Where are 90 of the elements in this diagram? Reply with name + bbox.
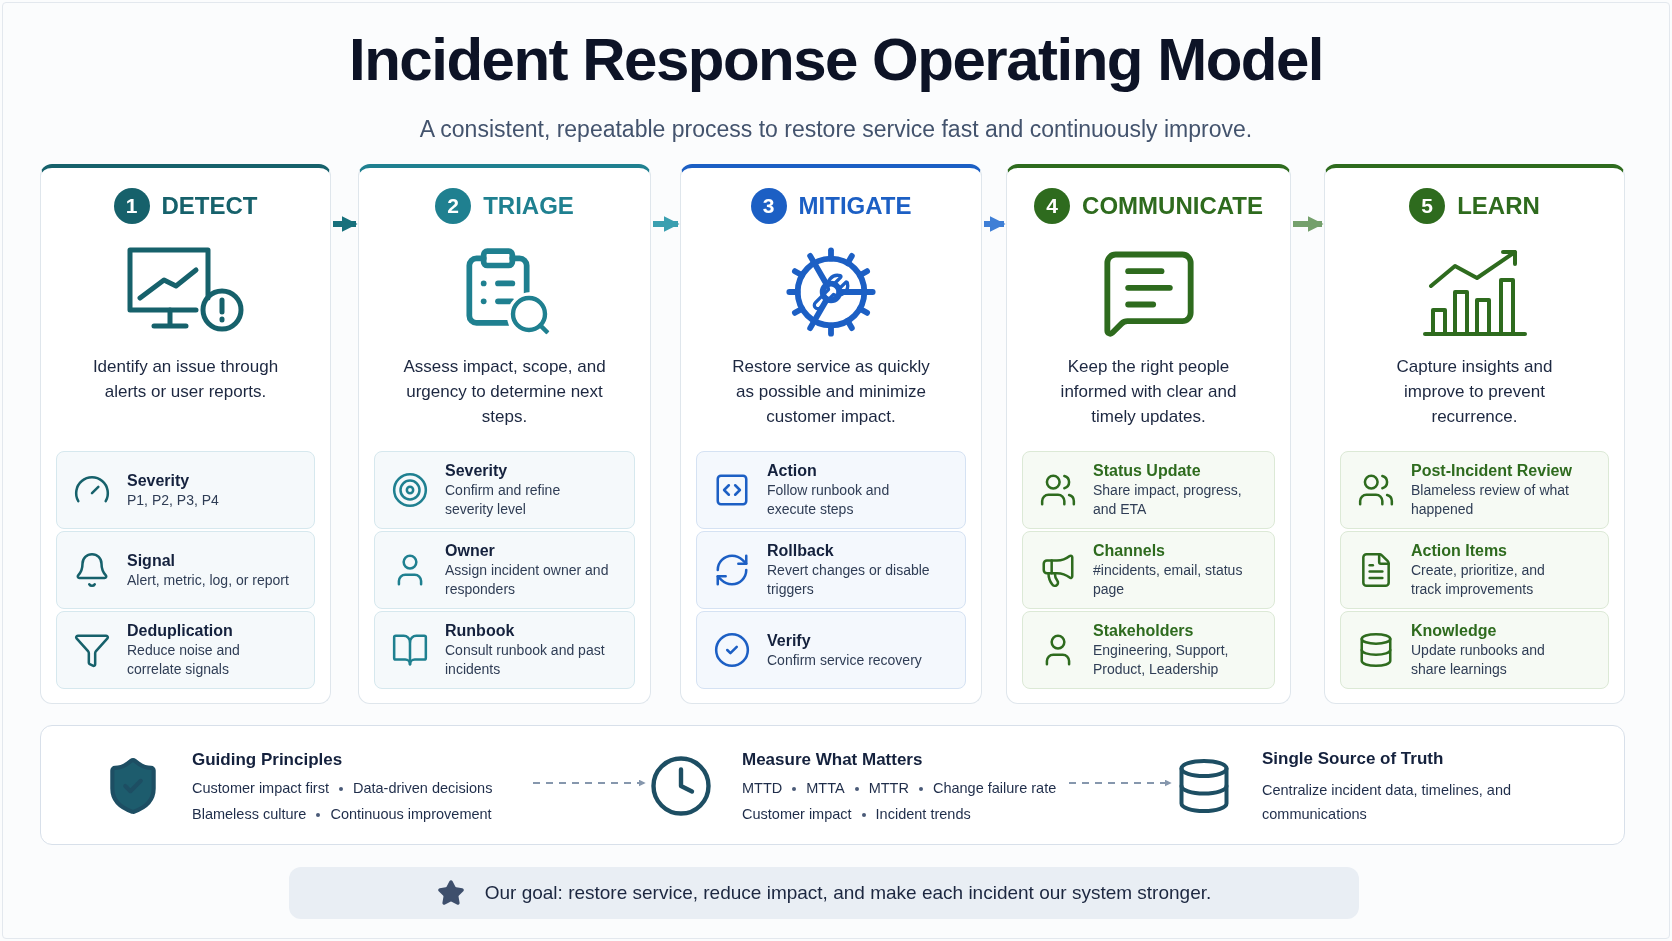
stage-description: Restore service as quickly as possible and minimize customer impact.	[731, 356, 931, 428]
principle-text: Customer impact first	[192, 779, 329, 798]
detail-card	[1022, 531, 1275, 609]
detail-card	[1340, 451, 1609, 529]
card-title: Post-Incident Review	[1411, 461, 1573, 481]
detail-card	[374, 451, 635, 529]
card-description: Create, prioritize, and track improvements	[1411, 561, 1546, 599]
card-title: Signal	[127, 550, 176, 571]
arrow	[1293, 216, 1324, 232]
detail-card	[56, 531, 315, 609]
arrow	[532, 779, 646, 787]
principles-band	[40, 725, 1625, 845]
stage-panel	[1324, 164, 1625, 704]
detail-card	[1022, 611, 1275, 689]
card-title: Stakeholders	[1093, 621, 1195, 641]
stage-heading: DETECT	[161, 191, 258, 221]
stage-description: Capture insights and improve to prevent recurrence.	[1395, 356, 1554, 428]
card-description: Consult runbook and past incidents	[445, 641, 606, 679]
detail-card	[1340, 611, 1609, 689]
detail-card	[696, 531, 966, 609]
principle-text: Change failure rate	[932, 779, 1057, 798]
stage-panel	[680, 164, 982, 704]
principle-text: Data-driven decisions	[353, 779, 493, 798]
stage-heading: MITIGATE	[798, 191, 912, 221]
card-title: Rollback	[767, 541, 835, 561]
stage-heading: COMMUNICATE	[1082, 191, 1263, 221]
step-number-badge: 5	[1409, 188, 1446, 224]
card-description: Share impact, progress, and ETA	[1093, 481, 1243, 519]
detail-card	[696, 451, 966, 529]
detail-card	[696, 611, 966, 689]
card-description: Alert, metric, log, or report	[127, 570, 289, 590]
card-description: P1, P2, P3, P4	[127, 490, 219, 510]
card-title: Action Items	[1411, 541, 1508, 561]
detail-card	[1340, 531, 1609, 609]
card-title: Verify	[767, 630, 812, 651]
principle-text: Continuous improvement	[330, 804, 492, 824]
stage-panel	[40, 164, 331, 704]
principle-heading: Measure What Matters	[742, 748, 924, 771]
principle-text: Centralize incident data, timelines, and communications	[1262, 780, 1513, 824]
detail-card	[56, 451, 315, 529]
detail-card	[56, 611, 315, 689]
stage-description: Assess impact, scope, and urgency to determine next steps.	[402, 356, 607, 428]
step-number-badge: 4	[1034, 188, 1071, 224]
arrow	[984, 216, 1006, 232]
card-description: Revert changes or disable triggers	[767, 561, 931, 599]
card-description: Reduce noise and correlate signals	[127, 641, 241, 679]
detail-card	[374, 611, 635, 689]
step-number-badge: 1	[113, 188, 150, 224]
stage-heading: TRIAGE	[483, 191, 574, 221]
stage-heading: LEARN	[1457, 191, 1540, 221]
step-number-badge: 3	[750, 188, 787, 224]
card-description: #incidents, email, status page	[1093, 561, 1244, 599]
card-title: Severity	[127, 470, 191, 491]
arrow	[333, 216, 358, 232]
principle-text: MTTR	[868, 779, 909, 798]
goal-banner	[289, 867, 1359, 919]
principle-text: Incident trends	[875, 804, 971, 824]
card-title: Runbook	[445, 621, 516, 641]
card-title: Status Update	[1093, 461, 1202, 481]
principle-text: MTTA	[806, 779, 845, 798]
card-title: Severity	[445, 461, 509, 481]
card-title: Channels	[1093, 541, 1166, 561]
arrow	[653, 216, 680, 232]
principle-heading: Single Source of Truth	[1262, 748, 1445, 771]
detail-card	[1022, 451, 1275, 529]
principle-text: MTTD	[742, 779, 783, 798]
step-number-badge: 2	[435, 188, 472, 224]
diagram-subtitle: A consistent, repeatable process to restore service fast and continuously improve.	[418, 115, 1254, 144]
card-description: Update runbooks and share learnings	[1411, 641, 1546, 679]
stage-description: Keep the right people informed with clear and timely updates.	[1059, 356, 1238, 428]
goal-text: Our goal: restore service, reduce impact, and make each incident our system stronger.	[484, 880, 1212, 905]
principle-text: Customer impact	[742, 804, 852, 824]
principle-text: Blameless culture	[192, 804, 307, 824]
card-description: Follow runbook and execute steps	[767, 481, 891, 519]
card-description: Assign incident owner and responders	[445, 561, 610, 599]
stage-description: Identify an issue through alerts or user reports.	[91, 356, 280, 403]
principle-heading: Guiding Principles	[192, 748, 344, 771]
card-description: Confirm service recovery	[767, 650, 922, 670]
card-title: Knowledge	[1411, 621, 1498, 641]
stage-panel	[358, 164, 651, 704]
card-description: Blameless review of what happened	[1411, 481, 1570, 519]
card-title: Owner	[445, 541, 496, 561]
card-description: Engineering, Support, Product, Leadership	[1093, 641, 1230, 679]
diagram-title: Incident Response Operating Model	[348, 25, 1324, 95]
card-title: Action	[767, 461, 818, 481]
card-description: Confirm and refine severity level	[445, 481, 562, 519]
stage-panel	[1006, 164, 1291, 704]
card-title: Deduplication	[127, 621, 234, 641]
arrow	[1068, 779, 1172, 787]
detail-card	[374, 531, 635, 609]
